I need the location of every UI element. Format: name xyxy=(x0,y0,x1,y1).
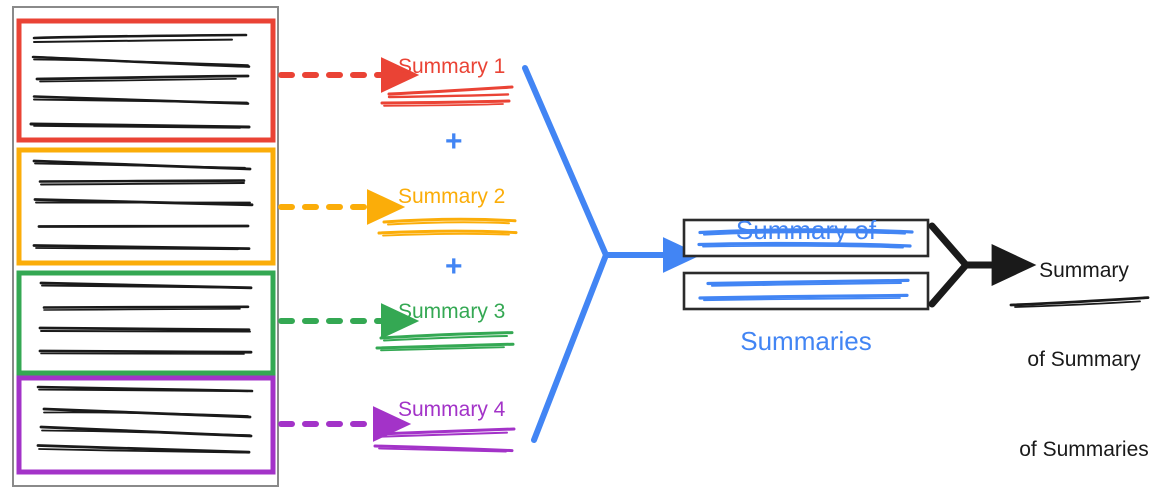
document-chunk-4[interactable] xyxy=(16,375,276,475)
summary-2-sketch-lines xyxy=(377,217,518,237)
document-chunk-3[interactable] xyxy=(16,270,276,376)
summary-1-label: Summary 1 xyxy=(398,55,506,78)
final-output-sketch-lines xyxy=(1009,296,1150,308)
summary-of-summaries-box-2[interactable] xyxy=(682,271,930,311)
final-output-label-line-3: of Summaries xyxy=(1019,437,1149,461)
summary-of-summaries-box-2-border xyxy=(682,271,930,311)
summary-of-summaries-box-1[interactable] xyxy=(682,218,930,258)
blue-aggregation-arrow xyxy=(522,65,609,443)
summary-3-sketch-lines xyxy=(375,331,515,352)
document-chunk-2-text-lines xyxy=(32,159,254,251)
summary-of-summaries-box-2-lines xyxy=(698,278,910,302)
summary-4-label: Summary 4 xyxy=(398,398,506,421)
document-chunk-1[interactable] xyxy=(16,18,276,143)
document-chunk-4-text-lines xyxy=(36,385,254,454)
final-output-label-line-2: of Summary xyxy=(1027,348,1141,372)
summary-2-label: Summary 2 xyxy=(398,185,506,208)
summary-4-sketch-lines xyxy=(373,427,516,453)
document-chunk-3-border xyxy=(16,270,276,376)
summary-1-sketch-lines xyxy=(380,85,514,107)
summary-of-summaries-box-1-border xyxy=(682,218,930,258)
document-chunk-3-text-lines xyxy=(38,281,253,355)
summary-of-summaries-title-line-1: Summary of xyxy=(735,214,877,245)
black-aggregation-arrow xyxy=(928,222,970,308)
final-output-label-line-1: Summary xyxy=(1039,258,1129,282)
final-output-label: Summary of Summary of Summaries xyxy=(1000,196,1168,495)
summary-of-summaries-box-1-lines xyxy=(697,228,914,249)
document-chunk-2[interactable] xyxy=(16,147,276,266)
summary-3-label: Summary 3 xyxy=(398,300,506,323)
summary-of-summaries-title-line-2: Summaries xyxy=(740,325,872,356)
document-chunk-1-text-lines xyxy=(29,33,251,129)
document-chunk-4-border xyxy=(16,375,276,475)
plus-operator-1: + xyxy=(445,125,463,158)
summary-of-summaries-title: Summary of Summaries xyxy=(683,138,929,433)
plus-operator-2: + xyxy=(445,250,463,283)
